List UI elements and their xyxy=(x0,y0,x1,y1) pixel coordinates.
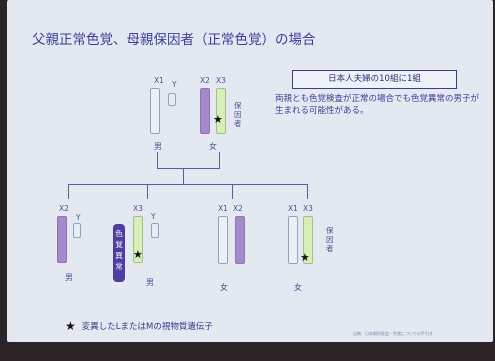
child2-drop-line xyxy=(147,184,148,199)
mutated-gene-star-icon: ★ xyxy=(300,251,310,264)
child3-drop-line xyxy=(232,184,233,199)
sibling-line xyxy=(68,184,307,185)
slide: 父親正常色覚、母親保因者（正常色覚）の場合 日本人夫婦の10組に1組 両親とも色… xyxy=(7,0,493,342)
father-stem-line xyxy=(157,152,158,169)
father-y-chromosome xyxy=(168,93,176,106)
mother-x2-label: X2 xyxy=(200,76,210,85)
father-y-label: Y xyxy=(172,80,177,89)
child2-x3-chromosome xyxy=(133,216,143,263)
mutated-gene-star-icon: ★ xyxy=(133,248,143,261)
child2-y-label: Y xyxy=(151,212,156,221)
child3-x2-chromosome xyxy=(235,216,245,264)
child3-x1-chromosome xyxy=(218,216,228,264)
slide-title: 父親正常色覚、母親保因者（正常色覚）の場合 xyxy=(32,32,316,48)
mother-x3-chromosome xyxy=(216,88,226,134)
father-x-label: X1 xyxy=(154,76,164,85)
child3-x1-label: X1 xyxy=(218,204,228,213)
mother-sex-label: 女 xyxy=(209,142,217,151)
legend-label: 変異したLまたはMの視物質遺伝子 xyxy=(81,322,213,332)
child2-sex-label: 男 xyxy=(146,278,154,287)
mother-stem-line xyxy=(219,152,220,169)
source-credit: 出典：日本眼科医会・色覚についての手引き xyxy=(353,331,433,336)
mother-carrier-label: 保因者 xyxy=(234,101,242,128)
child4-x1-chromosome xyxy=(288,216,298,264)
father-sex-label: 男 xyxy=(154,142,162,151)
child1-sex-label: 男 xyxy=(65,273,73,282)
mutated-gene-star-icon: ★ xyxy=(65,319,76,333)
descent-line xyxy=(183,168,184,184)
explanation-text: 両親とも色覚検査が正常の場合でも色覚異常の男子が生まれる可能性がある。 xyxy=(275,94,480,116)
child1-drop-line xyxy=(68,184,69,199)
child2-x-label: X3 xyxy=(133,204,143,213)
child4-x1-label: X1 xyxy=(288,204,298,213)
child4-sex-label: 女 xyxy=(294,283,302,292)
legend: ★ 変異したLまたはMの視物質遺伝子 xyxy=(65,320,213,332)
child1-x-label: X2 xyxy=(59,204,69,213)
mother-x3-label: X3 xyxy=(216,76,226,85)
child1-y-chromosome xyxy=(73,223,81,238)
child4-x3-chromosome xyxy=(303,216,313,264)
child1-y-label: Y xyxy=(76,213,81,222)
child3-x2-label: X2 xyxy=(233,204,243,213)
couple-line xyxy=(157,168,220,169)
color-deficiency-banner: 色覚異常 xyxy=(113,224,125,282)
mutated-gene-star-icon: ★ xyxy=(213,113,223,126)
father-x1-chromosome xyxy=(150,88,160,134)
frequency-note: 日本人夫婦の10組に1組 xyxy=(292,70,457,89)
mother-x2-chromosome xyxy=(200,88,210,134)
child3-sex-label: 女 xyxy=(220,283,228,292)
child4-x3-label: X3 xyxy=(303,204,313,213)
child2-y-chromosome xyxy=(151,223,159,238)
child4-drop-line xyxy=(307,184,308,199)
child1-x2-chromosome xyxy=(57,216,67,263)
child4-carrier-label: 保因者 xyxy=(326,226,334,253)
